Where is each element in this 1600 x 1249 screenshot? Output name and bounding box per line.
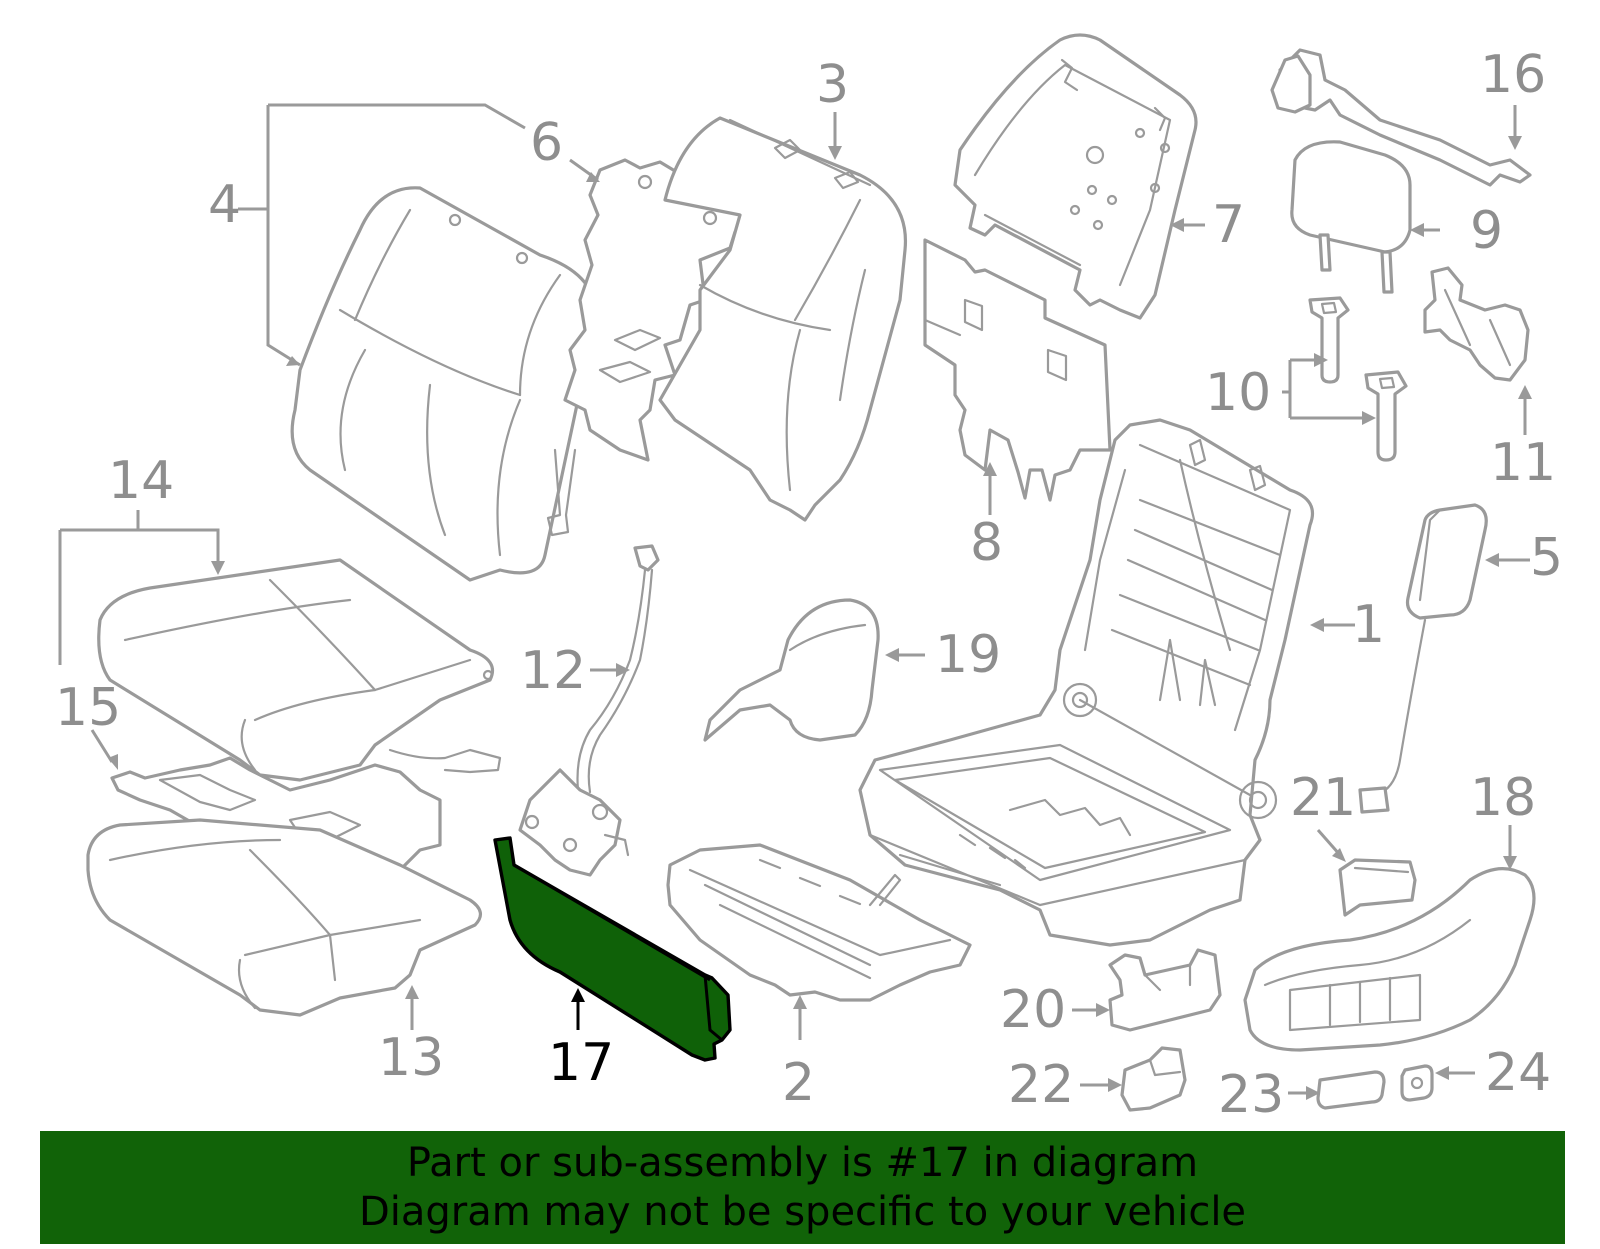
callout-19: 19	[935, 625, 1001, 685]
arrowheads	[108, 136, 1532, 1100]
callout-5: 5	[1530, 528, 1563, 588]
part-22-connector	[1120, 1046, 1187, 1112]
part-7-back-board	[953, 33, 1198, 320]
part-16-bracket	[1270, 48, 1532, 187]
part-18-side-cover	[1243, 867, 1536, 1052]
part-23-knob	[1316, 1070, 1386, 1110]
callout-9: 9	[1470, 201, 1503, 261]
part-21-switch	[1338, 858, 1417, 917]
part-24-cap	[1400, 1064, 1434, 1102]
callout-labels: 1 2 3 4 5 6 7 8 9 10 11 12 13 14 15 16 1…	[55, 45, 1563, 1125]
part-3-seatback-pad	[658, 116, 908, 522]
part-17-leader	[571, 988, 585, 1030]
callout-7: 7	[1212, 195, 1245, 255]
callout-13: 13	[378, 1028, 444, 1088]
notice-banner: Part or sub-assembly is #17 in diagram D…	[40, 1131, 1565, 1244]
callout-18: 18	[1470, 768, 1536, 828]
part-19-shield	[703, 598, 880, 742]
part-2-lower-tray	[666, 843, 972, 1002]
callout-22: 22	[1008, 1055, 1074, 1115]
callout-17: 17	[548, 1033, 614, 1093]
callout-21: 21	[1290, 768, 1356, 828]
part-20-bracket	[1108, 948, 1222, 1032]
notice-line-2: Diagram may not be specific to your vehi…	[358, 1188, 1247, 1235]
callout-3: 3	[816, 55, 849, 115]
callout-6: 6	[530, 113, 563, 173]
part-11-bracket	[1423, 266, 1530, 382]
part-13-cushion-pad	[86, 818, 482, 1017]
callout-1: 1	[1352, 595, 1385, 655]
callout-2: 2	[782, 1053, 815, 1113]
part-17-lower-shield	[493, 836, 732, 1062]
part-8-back-panel	[923, 238, 1112, 502]
callout-20: 20	[1000, 980, 1066, 1040]
leader-lines	[58, 103, 1530, 1095]
callout-23: 23	[1218, 1065, 1284, 1125]
callout-11: 11	[1490, 433, 1556, 493]
callout-12: 12	[520, 641, 586, 701]
callout-14: 14	[108, 451, 174, 511]
part-5-airbag	[1358, 503, 1488, 814]
callout-16: 16	[1480, 45, 1546, 105]
callout-15: 15	[55, 678, 121, 738]
part-10-headrest-guides	[1308, 296, 1408, 462]
part-14-cushion-cover	[97, 558, 502, 782]
callout-8: 8	[970, 513, 1003, 573]
part-12-harness	[518, 544, 660, 877]
callout-4: 4	[208, 175, 241, 235]
part-4-seatback-cover	[290, 186, 597, 582]
part-9-headrest	[1290, 140, 1412, 294]
part-1-seat-frame	[858, 418, 1315, 947]
notice-line-1: Part or sub-assembly is #17 in diagram	[406, 1139, 1199, 1186]
callout-10: 10	[1205, 363, 1271, 423]
callout-24: 24	[1485, 1043, 1551, 1103]
